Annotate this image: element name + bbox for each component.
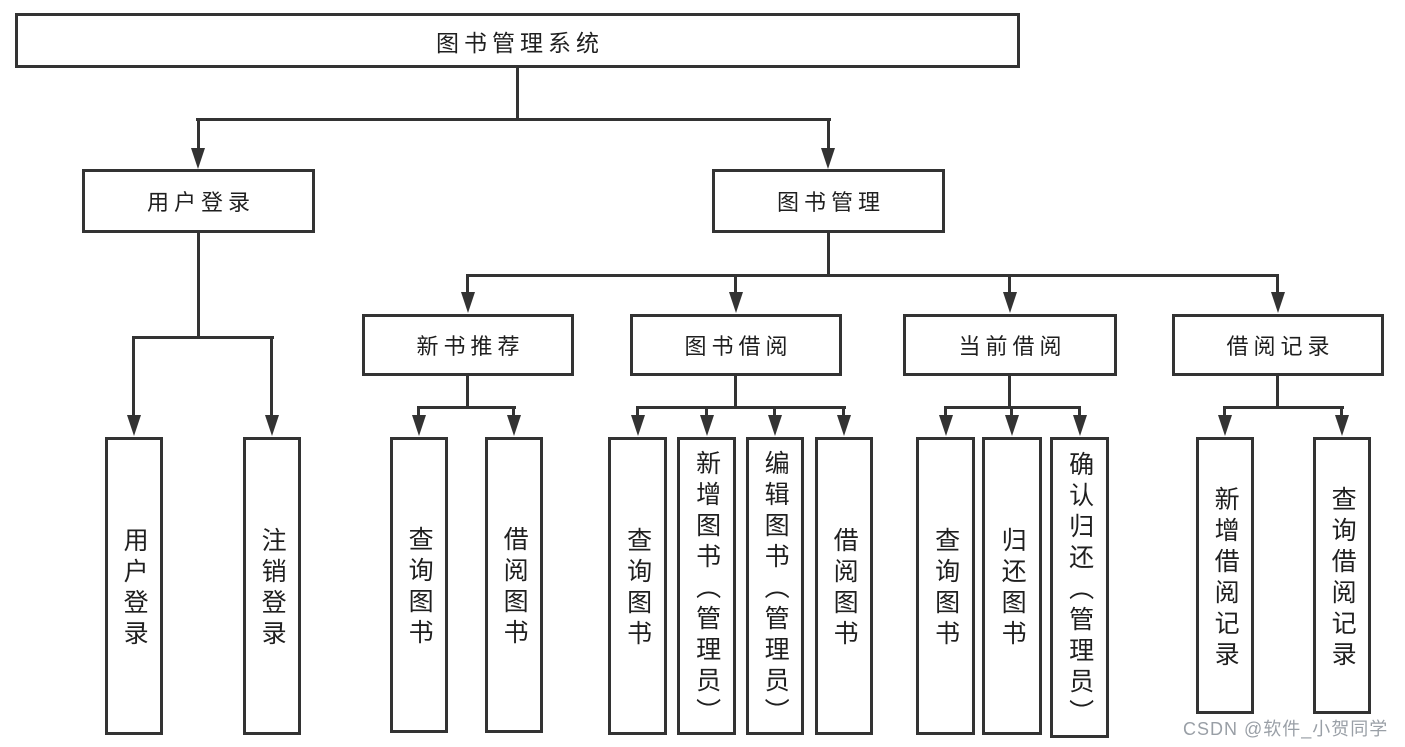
leaf-return-books: 归还图书 [982, 437, 1042, 735]
arrow-down-icon [700, 415, 714, 436]
connector-line [734, 274, 737, 294]
arrow-down-icon [837, 415, 851, 436]
connector-line [512, 406, 515, 418]
node-book-management: 图书管理 [712, 169, 945, 233]
arrow-down-icon [1335, 415, 1349, 436]
leaf-confirm-return-admin: 确认归还（管理员） [1050, 437, 1109, 738]
connector-line [636, 406, 639, 418]
arrow-down-icon [1003, 292, 1017, 313]
connector-line [196, 118, 831, 121]
arrow-down-icon [821, 148, 835, 169]
arrow-down-icon [507, 415, 521, 436]
connector-line [1223, 406, 1344, 409]
arrow-down-icon [1218, 415, 1232, 436]
arrow-down-icon [191, 148, 205, 169]
node-borrowing-records: 借阅记录 [1172, 314, 1384, 376]
arrow-down-icon [127, 415, 141, 436]
connector-line [1008, 376, 1011, 409]
arrow-down-icon [265, 415, 279, 436]
leaf-borrow-books-recommend: 借阅图书 [485, 437, 543, 733]
connector-line [417, 406, 516, 409]
leaf-add-book-admin: 新增图书（管理员） [677, 437, 736, 735]
connector-line [417, 406, 420, 418]
connector-line [827, 233, 830, 277]
connector-line [705, 406, 708, 418]
connector-line [516, 68, 519, 121]
connector-line [132, 336, 274, 339]
arrow-down-icon [1005, 415, 1019, 436]
arrow-down-icon [729, 292, 743, 313]
node-current-borrowing: 当前借阅 [903, 314, 1117, 376]
connector-line [636, 406, 846, 409]
connector-line [466, 274, 469, 294]
connector-line [734, 376, 737, 409]
connector-line [1340, 406, 1343, 418]
connector-line [466, 274, 1279, 277]
leaf-borrow-books-borrowing: 借阅图书 [815, 437, 873, 735]
leaf-logout: 注销登录 [243, 437, 301, 735]
connector-line [1078, 406, 1081, 418]
connector-line [197, 118, 200, 151]
watermark: CSDN @软件_小贺同学 [1183, 719, 1389, 739]
connector-line [842, 406, 845, 418]
arrow-down-icon [461, 292, 475, 313]
arrow-down-icon [631, 415, 645, 436]
leaf-query-books-recommend: 查询图书 [390, 437, 448, 733]
connector-line [197, 233, 200, 339]
arrow-down-icon [412, 415, 426, 436]
leaf-query-books-current: 查询图书 [916, 437, 975, 735]
arrow-down-icon [768, 415, 782, 436]
leaf-edit-book-admin: 编辑图书（管理员） [746, 437, 804, 735]
leaf-user-login: 用户登录 [105, 437, 163, 735]
arrow-down-icon [939, 415, 953, 436]
connector-line [944, 406, 947, 418]
connector-line [1223, 406, 1226, 418]
node-user-login-group: 用户登录 [82, 169, 315, 233]
connector-line [773, 406, 776, 418]
connector-line [1008, 274, 1011, 294]
node-book-borrowing: 图书借阅 [630, 314, 842, 376]
connector-line [466, 376, 469, 409]
leaf-query-borrow-record: 查询借阅记录 [1313, 437, 1371, 714]
connector-line [270, 336, 273, 417]
connector-line [1276, 274, 1279, 294]
arrow-down-icon [1271, 292, 1285, 313]
arrow-down-icon [1073, 415, 1087, 436]
leaf-add-borrow-record: 新增借阅记录 [1196, 437, 1254, 714]
connector-line [1010, 406, 1013, 418]
node-new-book-recommendation: 新书推荐 [362, 314, 574, 376]
connector-line [132, 336, 135, 417]
node-book-management-system: 图书管理系统 [15, 13, 1020, 68]
connector-line [827, 118, 830, 151]
leaf-query-books-borrowing: 查询图书 [608, 437, 667, 735]
connector-line [1276, 376, 1279, 409]
